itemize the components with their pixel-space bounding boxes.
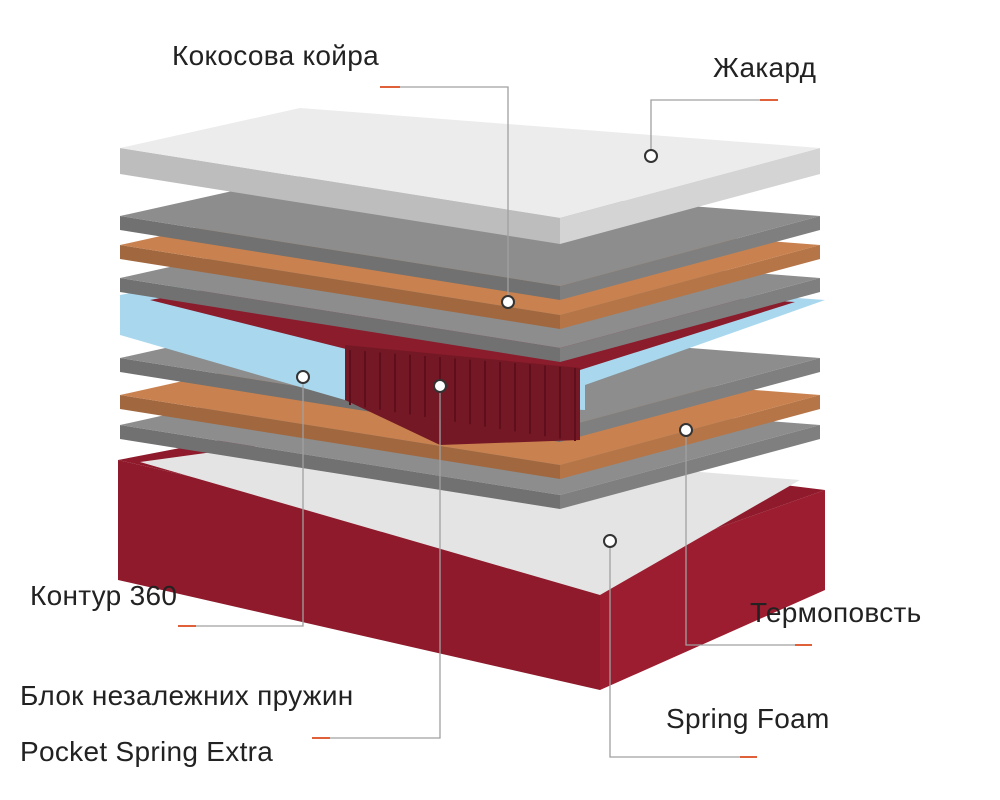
callout-contour-line <box>178 377 304 627</box>
felt-layer-top-front-right <box>560 216 820 300</box>
coconut-layer-lower-front-right <box>560 395 820 479</box>
callout-spring-foam-line <box>609 541 757 758</box>
label-spring-block: Блок незалежних пружин <box>20 680 354 711</box>
label-thermo: Термоповсть <box>750 597 922 628</box>
spring-block-front <box>345 345 580 445</box>
label-spring-foam: Spring Foam <box>666 703 830 734</box>
felt-layer-upper-front-left <box>120 278 560 362</box>
label-coconut: Кокосова койра <box>172 40 379 71</box>
callout-thermo-line <box>685 430 812 646</box>
callout-jacquard-line <box>650 99 778 156</box>
callout-coconut-line <box>380 86 509 302</box>
callout-coconut <box>380 86 515 309</box>
callout-thermo-dot <box>679 423 693 437</box>
felt-layer-lower-front-right <box>560 425 820 509</box>
felt-layer-upper-front-right <box>560 278 820 362</box>
felt-layer-top-front-left <box>120 216 560 300</box>
callout-thermo <box>679 423 812 646</box>
callout-jacquard <box>644 99 778 163</box>
label-pocket-spring: Pocket Spring Extra <box>20 736 274 767</box>
jacquard-layer-front-right <box>560 148 820 244</box>
jacquard-layer-front-left <box>120 148 560 244</box>
callout-jacquard-dot <box>644 149 658 163</box>
label-jacquard: Жакард <box>713 52 817 83</box>
jacquard-layer-top <box>120 108 820 218</box>
coconut-layer-upper-front-right <box>560 245 820 329</box>
jacquard-layer <box>120 108 820 244</box>
coconut-layer-lower-front-left <box>120 395 560 479</box>
felt-layer-lower-front-left <box>120 425 560 509</box>
callout-spring-block-dot <box>433 379 447 393</box>
base-front-right <box>600 490 825 690</box>
callout-spring-block <box>312 379 447 739</box>
callout-coconut-dot <box>501 295 515 309</box>
felt-layer-mid-front-right <box>560 358 820 442</box>
label-contour: Контур 360 <box>30 580 178 611</box>
coconut-layer-upper-front-left <box>120 245 560 329</box>
callout-contour-dot <box>296 370 310 384</box>
callout-spring-foam-dot <box>603 534 617 548</box>
base-front-left <box>118 460 600 690</box>
callout-contour <box>178 370 310 627</box>
callout-spring-block-line <box>312 386 441 739</box>
callout-spring-foam <box>603 534 757 758</box>
